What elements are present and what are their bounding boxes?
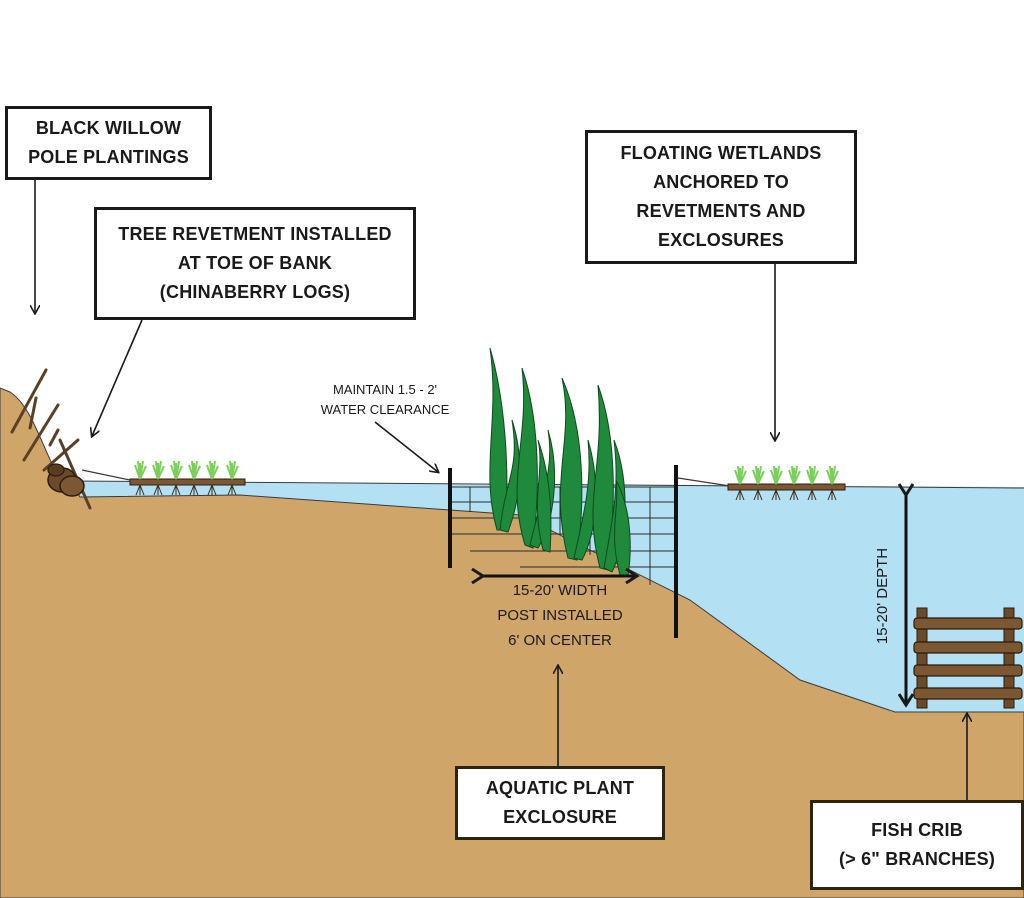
- wetland-plant: [826, 465, 839, 501]
- wetland-plant: [752, 465, 765, 501]
- label-line: EXCLOSURE: [503, 807, 617, 827]
- note-line: 15-20' WIDTH: [512, 582, 608, 599]
- wetland-plant: [734, 465, 747, 501]
- fish-crib: [913, 607, 1023, 709]
- label-line: (CHINABERRY LOGS): [159, 282, 351, 302]
- label-line: FISH CRIB: [871, 820, 963, 840]
- wetland-plant: [134, 460, 147, 496]
- label-tree-revetment: TREE REVETMENT INSTALLED AT TOE OF BANK …: [94, 207, 416, 320]
- label-line: AQUATIC PLANT: [485, 778, 635, 798]
- label-fish-crib: FISH CRIB (> 6" BRANCHES): [810, 800, 1024, 890]
- water: [70, 481, 1024, 712]
- revetment-logs: [47, 463, 85, 497]
- leader-arrows: [35, 180, 967, 800]
- wetland-plant: [226, 460, 239, 496]
- label-line: BLACK WILLOW: [35, 118, 182, 138]
- wetland-plant: [806, 465, 819, 501]
- note-line: POST INSTALLED: [497, 607, 623, 624]
- label-line: REVETMENTS AND: [636, 201, 806, 221]
- note-line: WATER CLEARANCE: [320, 402, 450, 417]
- note-water-clearance: MAINTAIN 1.5 - 2' WATER CLEARANCE: [300, 380, 470, 420]
- label-line: ANCHORED TO: [653, 172, 789, 192]
- note-width: 15-20' WIDTH POST INSTALLED 6' ON CENTER: [470, 578, 650, 653]
- label-line: AT TOE OF BANK: [177, 253, 333, 273]
- label-floating-wetlands: FLOATING WETLANDS ANCHORED TO REVETMENTS…: [585, 130, 857, 264]
- label-line: EXCLOSURES: [657, 230, 785, 250]
- wetland-plant: [152, 460, 165, 496]
- label-line: (> 6" BRANCHES): [838, 849, 996, 869]
- wetland-plant: [770, 465, 783, 501]
- floating-wetland-right: [677, 465, 846, 501]
- note-line: 6' ON CENTER: [508, 632, 612, 649]
- note-depth: 15-20' DEPTH: [874, 547, 891, 645]
- wetland-plant: [206, 460, 219, 496]
- wetland-plant: [188, 460, 201, 496]
- wetland-plant: [788, 465, 801, 501]
- note-line: MAINTAIN 1.5 - 2': [332, 382, 438, 397]
- floating-wetland-left: [81, 460, 246, 496]
- label-aquatic-plant-exclosure: AQUATIC PLANT EXCLOSURE: [455, 766, 665, 840]
- label-line: FLOATING WETLANDS: [620, 143, 822, 163]
- aquatic-plants: [489, 347, 631, 577]
- label-line: POLE PLANTINGS: [28, 147, 189, 167]
- label-black-willow: BLACK WILLOW POLE PLANTINGS: [5, 106, 212, 180]
- label-line: TREE REVETMENT INSTALLED: [118, 224, 392, 244]
- wetland-plant: [170, 460, 183, 496]
